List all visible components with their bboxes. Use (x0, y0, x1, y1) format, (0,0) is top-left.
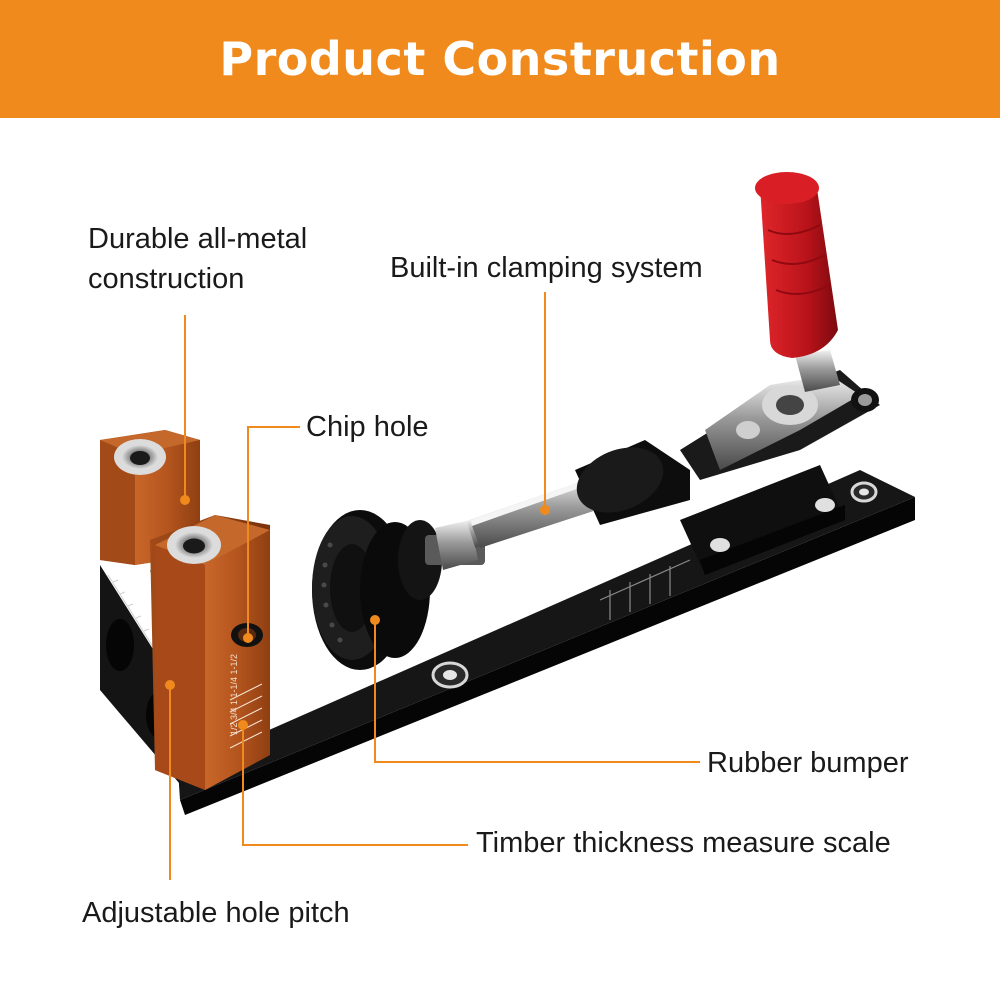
callout-durable-construction: Durable all-metal construction (88, 223, 308, 295)
callout-clamping-system: Built-in clamping system (390, 252, 703, 284)
drill-guide-block: 1/2 3/4 1 1-1/4 1-1/2 (150, 515, 270, 790)
mounting-hole (850, 481, 878, 503)
callout-timber-scale: Timber thickness measure scale (476, 827, 891, 859)
page-title: Product Construction (219, 32, 781, 86)
header-banner: Product Construction (0, 0, 1000, 118)
callout-hole-pitch: Adjustable hole pitch (82, 897, 350, 929)
leader-chip-hole (247, 426, 300, 638)
mounting-hole (431, 661, 469, 689)
clamp-handle (755, 172, 838, 358)
callout-chip-hole: Chip hole (306, 411, 429, 443)
callout-dots (165, 495, 550, 730)
callout-rubber-bumper: Rubber bumper (707, 747, 909, 779)
drill-bushing (167, 526, 221, 564)
callout-leaders (169, 292, 700, 880)
rubber-bumper (312, 510, 442, 670)
leader-timber-scale (242, 725, 468, 846)
thickness-scale-text: 1/2 3/4 1 1-1/4 1-1/2 (229, 654, 239, 735)
toggle-clamp (575, 350, 880, 575)
leader-rubber-bumper (374, 620, 700, 763)
drill-bushing (114, 439, 166, 475)
engraved-depth-scale (599, 559, 691, 620)
thickness-scale-marks (229, 683, 263, 749)
